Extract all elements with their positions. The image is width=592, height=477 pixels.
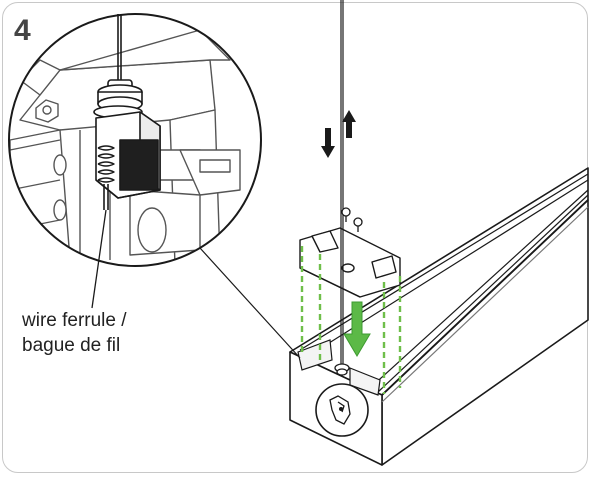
magnifier-leader [199, 247, 301, 359]
end-cap-detail [297, 339, 381, 396]
alignment-guides [300, 246, 402, 394]
down-arrow-icon [321, 128, 335, 158]
wire-ferrule-small [334, 363, 350, 376]
magnifier-circle-icon [315, 383, 369, 437]
screw-icon [341, 207, 363, 232]
mounting-bracket [299, 227, 401, 298]
top-rails [299, 173, 589, 403]
callout-label-french: bague de fil [22, 335, 121, 356]
up-arrow-icon [342, 110, 356, 138]
ferrule-leader [91, 209, 107, 309]
detail-magnifier [8, 13, 262, 267]
callout-label-english: wire ferrule / [22, 310, 127, 331]
suspension-wire [340, 0, 344, 365]
step-number: 4 [14, 14, 31, 47]
insert-arrow-icon [343, 301, 371, 357]
